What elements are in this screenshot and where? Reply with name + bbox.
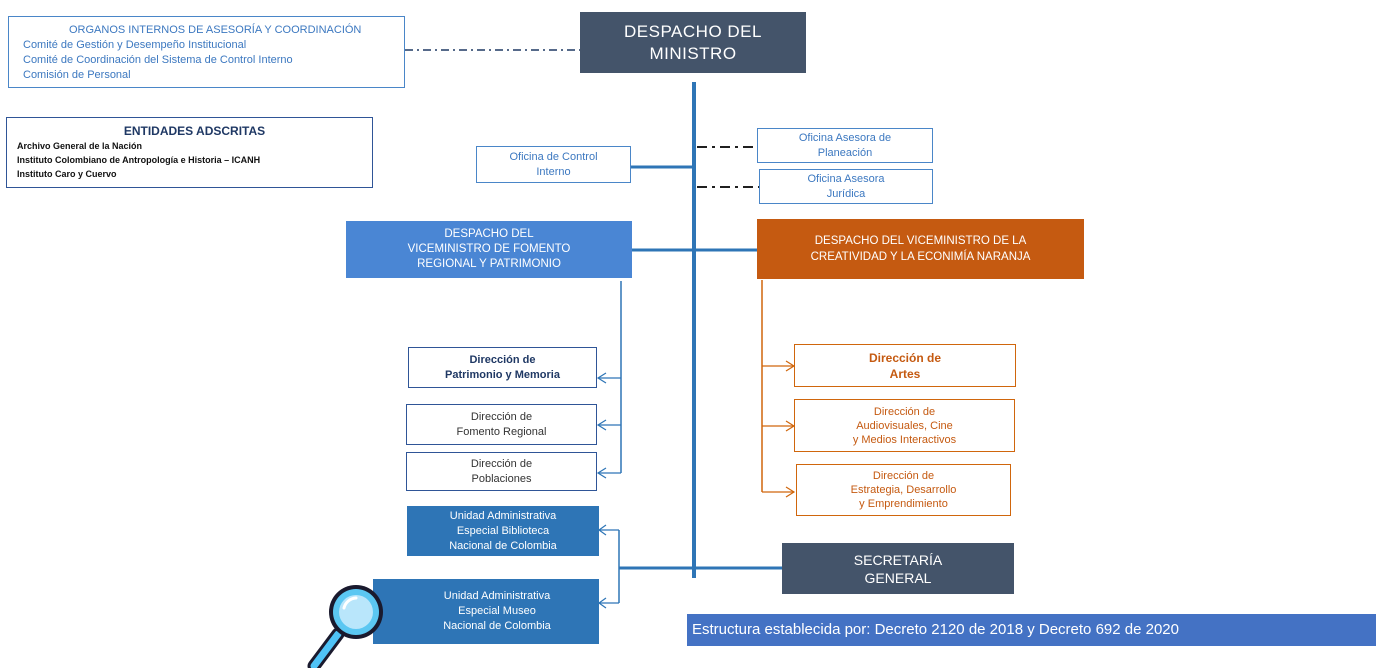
footer-text: Estructura establecida por: Decreto 2120… (692, 621, 1179, 638)
biblioteca-line-3: Nacional de Colombia (449, 539, 557, 552)
minister-box: DESPACHO DEL MINISTRO (580, 12, 806, 73)
control-interno-box: Oficina de Control Interno (476, 146, 631, 183)
dir-artes-box: Dirección de Artes (794, 344, 1016, 387)
organos-item: Comité de Coordinación del Sistema de Co… (23, 54, 293, 66)
vice-creatividad-line-2: CREATIVIDAD Y LA ECONIMÍA NARANJA (810, 251, 1031, 263)
vice-fomento-line-3: REGIONAL Y PATRIMONIO (417, 258, 561, 270)
dir-fomento-line-1: Dirección de (470, 410, 533, 423)
dir-patrimonio-box: Dirección de Patrimonio y Memoria (408, 347, 597, 388)
dir-fomento-line-2: Fomento Regional (456, 425, 547, 438)
dir-artes-line-2: Artes (889, 366, 921, 381)
juridica-line-2: Jurídica (826, 187, 866, 200)
juridica-line-1: Oficina Asesora (807, 172, 885, 185)
vice-creatividad-box: DESPACHO DEL VICEMINISTRO DE LA CREATIVI… (757, 219, 1084, 279)
organos-item: Comisión de Personal (23, 69, 131, 81)
secretaria-box: SECRETARÍA GENERAL (782, 543, 1014, 594)
dir-poblaciones-line-2: Poblaciones (471, 472, 532, 485)
vice-fomento-line-2: VICEMINISTRO DE FOMENTO (407, 243, 571, 255)
museo-line-3: Nacional de Colombia (443, 620, 551, 632)
planeacion-line-2: Planeación (817, 146, 873, 159)
minister-line-1: DESPACHO DEL (624, 21, 762, 41)
biblioteca-line-2: Especial Biblioteca (456, 524, 550, 537)
planeacion-box: Oficina Asesora de Planeación (757, 128, 933, 163)
organos-item: Comité de Gestión y Desempeño Institucio… (23, 39, 247, 51)
minister-line-2: MINISTRO (649, 43, 737, 63)
biblioteca-line-1: Unidad Administrativa (449, 509, 557, 522)
secretaria-line-1: SECRETARÍA (853, 551, 943, 568)
dir-poblaciones-box: Dirección de Poblaciones (406, 452, 597, 491)
control-interno-line-1: Oficina de Control (509, 150, 598, 163)
museo-box: Unidad Administrativa Especial Museo Nac… (373, 579, 599, 644)
entidades-title: ENTIDADES ADSCRITAS (123, 124, 266, 138)
secretaria-line-2: GENERAL (864, 569, 932, 586)
footer-bar: Estructura establecida por: Decreto 2120… (687, 614, 1376, 646)
dir-fomento-box: Dirección de Fomento Regional (406, 404, 597, 445)
entidades-item: Archivo General de la Nación (17, 141, 143, 151)
entidades-item: Instituto Caro y Cuervo (17, 169, 117, 179)
planeacion-line-1: Oficina Asesora de (798, 131, 892, 144)
museo-line-2: Especial Museo (458, 605, 536, 617)
vice-fomento-line-1: DESPACHO DEL (444, 228, 534, 240)
control-interno-line-2: Interno (536, 165, 571, 178)
organos-box: ORGANOS INTERNOS DE ASESORÍA Y COORDINAC… (8, 16, 405, 88)
dir-audiovisuales-line-3: y Medios Interactivos (852, 433, 957, 446)
entidades-box: ENTIDADES ADSCRITAS Archivo General de l… (6, 117, 373, 188)
organos-title: ORGANOS INTERNOS DE ASESORÍA Y COORDINAC… (69, 24, 362, 36)
dir-patrimonio-line-1: Dirección de (469, 353, 536, 366)
dir-estrategia-line-1: Dirección de (872, 470, 935, 482)
dir-patrimonio-line-2: Patrimonio y Memoria (445, 368, 560, 381)
dir-audiovisuales-line-1: Dirección de (873, 405, 936, 418)
museo-line-1: Unidad Administrativa (443, 590, 551, 602)
vice-creatividad-line-1: DESPACHO DEL VICEMINISTRO DE LA (814, 235, 1027, 247)
juridica-box: Oficina Asesora Jurídica (759, 169, 933, 204)
magnifier-icon[interactable] (300, 582, 400, 668)
vice-fomento-box: DESPACHO DEL VICEMINISTRO DE FOMENTO REG… (346, 221, 632, 278)
dir-estrategia-line-2: Estrategia, Desarrollo (850, 484, 957, 496)
dir-artes-line-1: Dirección de (868, 350, 942, 365)
dir-poblaciones-line-1: Dirección de (470, 457, 533, 470)
dir-audiovisuales-line-2: Audiovisuales, Cine (856, 419, 953, 432)
dir-audiovisuales-box: Dirección de Audiovisuales, Cine y Medio… (794, 399, 1015, 452)
entidades-item: Instituto Colombiano de Antropología e H… (17, 155, 261, 165)
biblioteca-box: Unidad Administrativa Especial Bibliotec… (407, 506, 599, 556)
dir-estrategia-line-3: y Emprendimiento (859, 498, 948, 510)
dir-estrategia-box: Dirección de Estrategia, Desarrollo y Em… (796, 464, 1011, 516)
